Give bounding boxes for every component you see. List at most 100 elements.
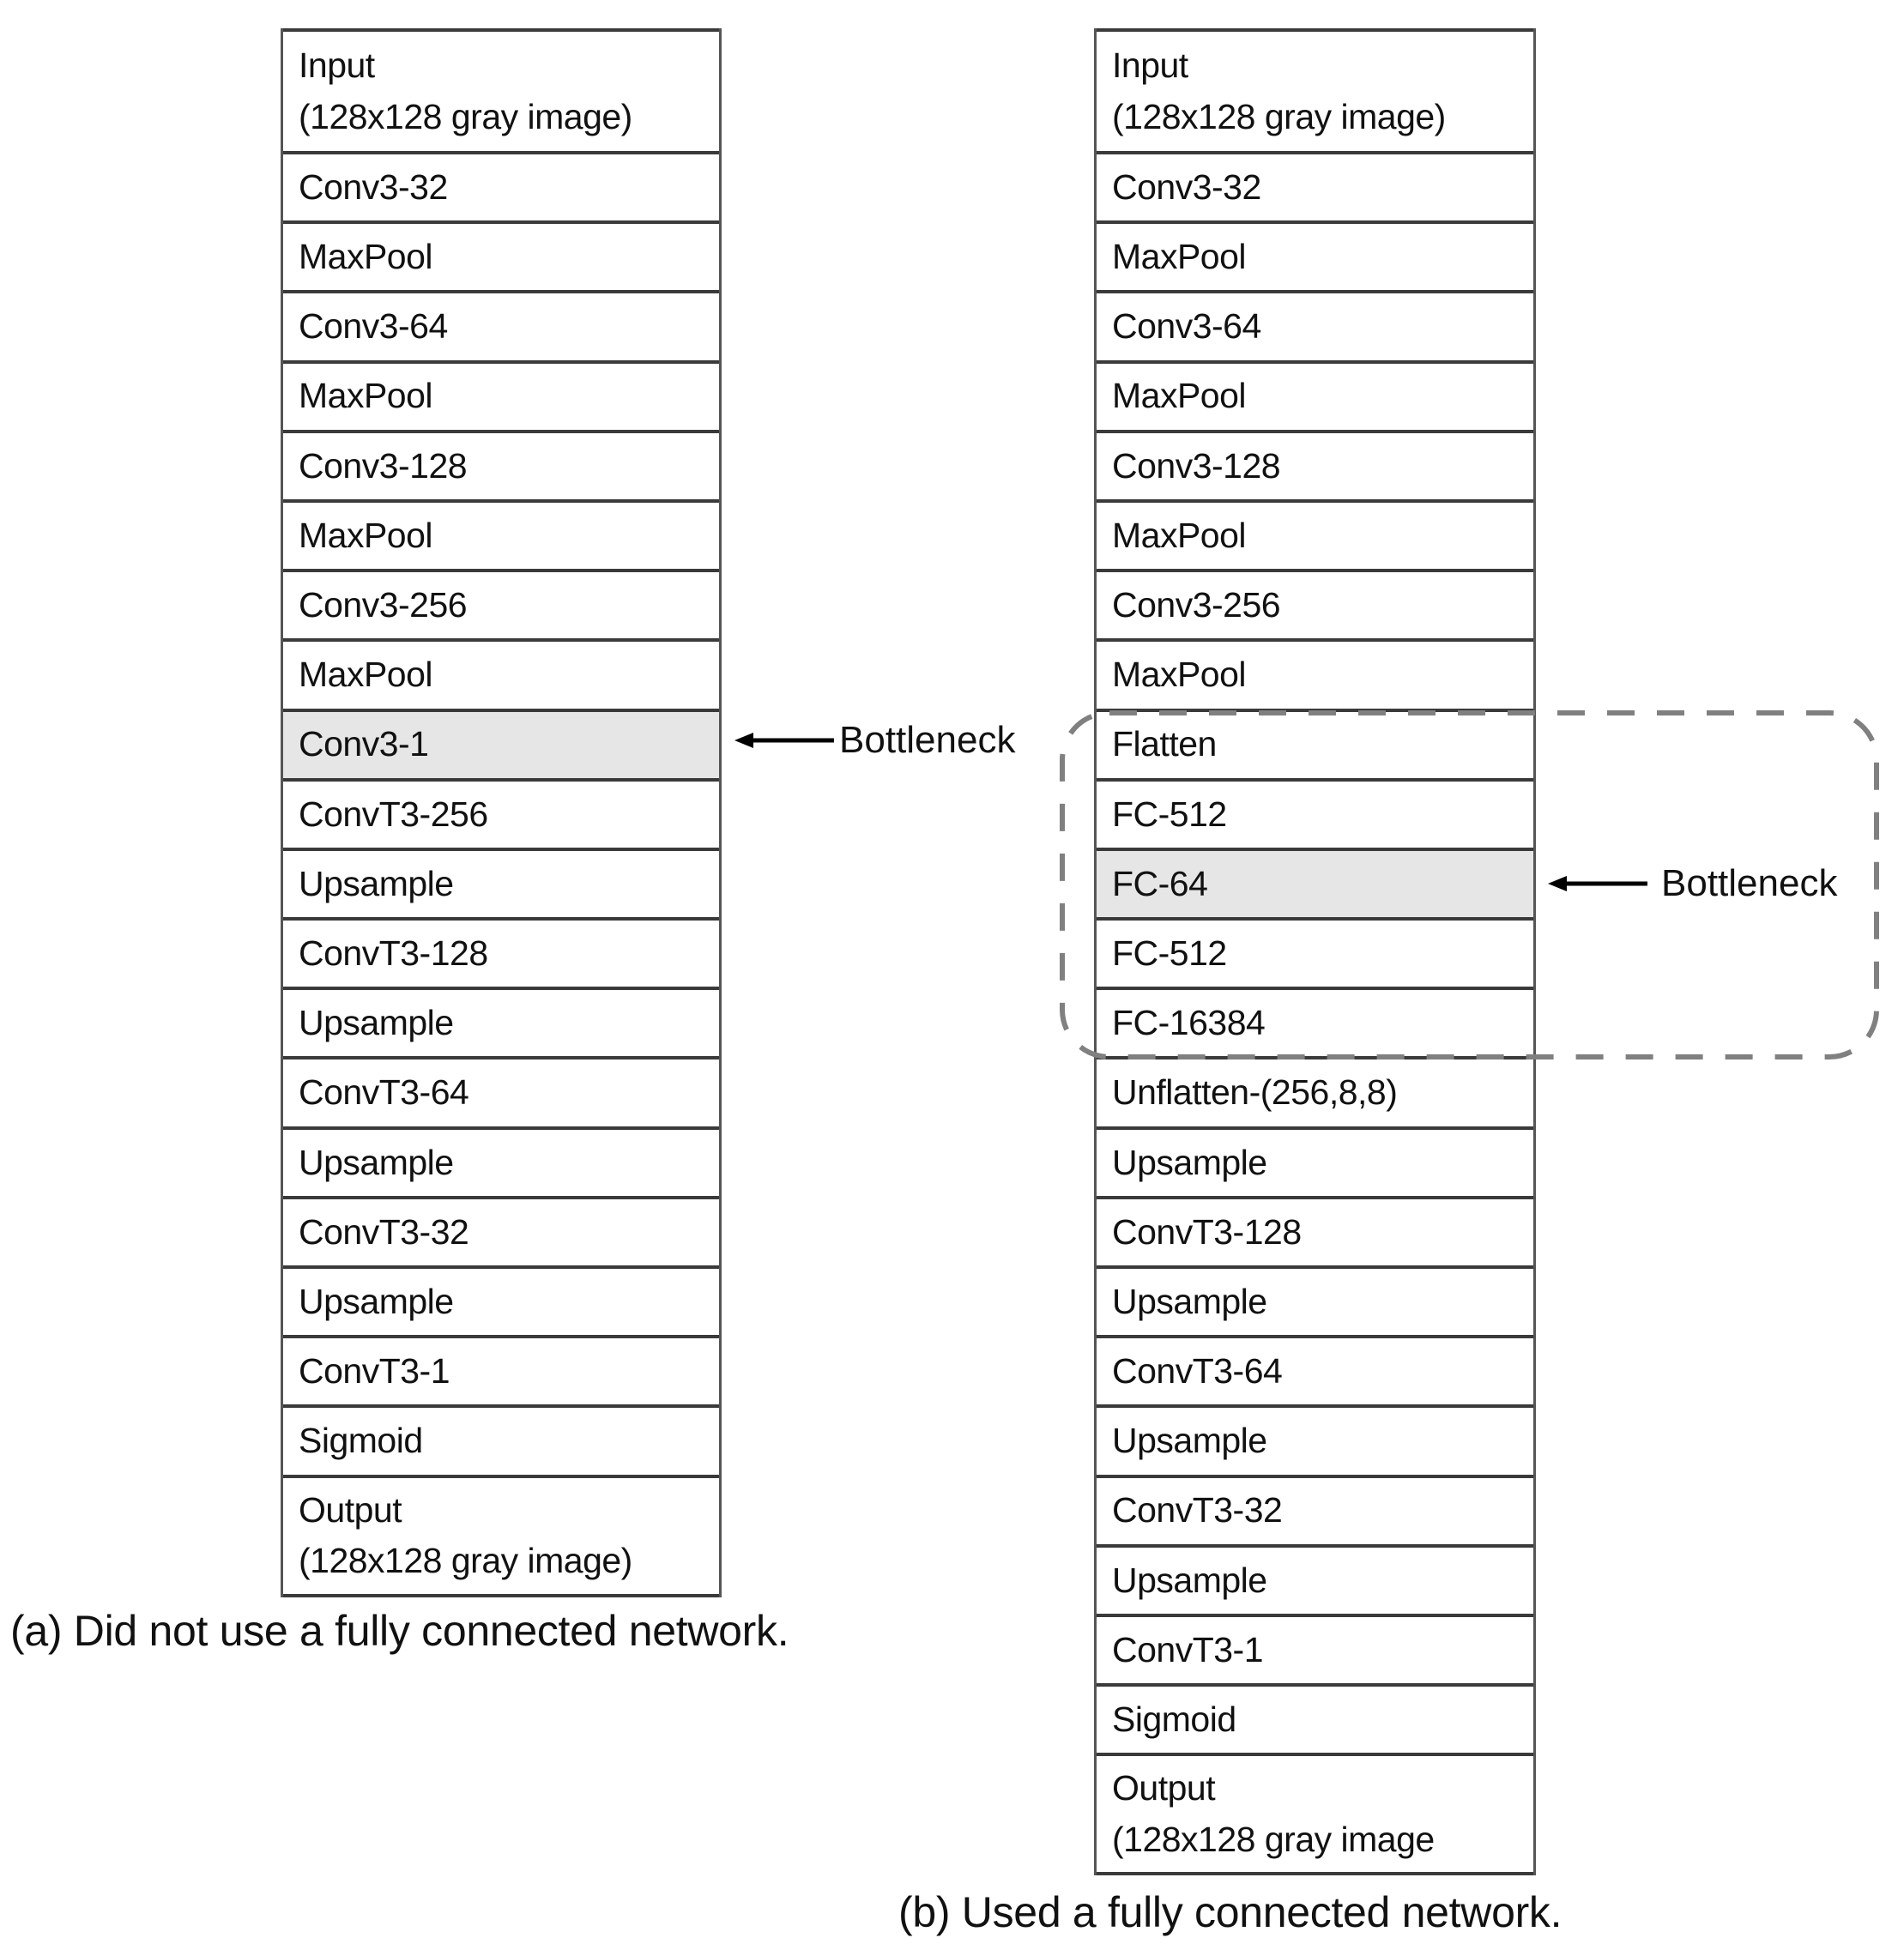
layer-box: Conv3-32 — [283, 151, 719, 221]
layer-box: ConvT3-1 — [1097, 1613, 1533, 1684]
layer-sublabel: (128x128 gray image) — [299, 96, 632, 136]
layer-box: MaxPool — [283, 220, 719, 291]
layer-box: Conv3-64 — [283, 290, 719, 360]
bottleneck-annotation-a: Bottleneck — [734, 719, 1015, 762]
layer-label: Upsample — [1112, 1142, 1267, 1182]
layer-sublabel: (128x128 gray image — [1112, 1819, 1435, 1859]
caption-b: (b) Used a fully connected network. — [898, 1888, 1562, 1936]
layer-label: Upsample — [299, 1281, 454, 1321]
layer-label: ConvT3-1 — [299, 1351, 450, 1392]
layer-box: FC-512 — [1097, 917, 1533, 987]
layer-box: ConvT3-32 — [1097, 1474, 1533, 1544]
arrow-left-icon — [734, 733, 834, 748]
layer-box: Conv3-64 — [1097, 290, 1533, 360]
layer-box: Upsample — [1097, 1265, 1533, 1336]
layer-box: Conv3-128 — [283, 429, 719, 499]
layer-box: ConvT3-128 — [1097, 1195, 1533, 1265]
layer-label: MaxPool — [1112, 655, 1247, 695]
layer-label: FC-64 — [1112, 863, 1208, 903]
layer-box: Sigmoid — [283, 1404, 719, 1475]
layer-box: Upsample — [283, 1265, 719, 1336]
layer-label: Input — [299, 45, 375, 86]
layer-box: ConvT3-1 — [283, 1335, 719, 1405]
layer-box: ConvT3-64 — [283, 1056, 719, 1126]
layer-label: Conv3-128 — [1112, 445, 1281, 486]
layer-box: MaxPool — [1097, 220, 1533, 291]
layer-label: ConvT3-32 — [299, 1211, 469, 1252]
layer-box: MaxPool — [1097, 638, 1533, 709]
layer-box: ConvT3-256 — [283, 777, 719, 848]
fully-connected-group-box — [1060, 710, 1879, 1060]
layer-label: Upsample — [1112, 1281, 1267, 1321]
bottleneck-annotation-b: Bottleneck — [1548, 862, 1837, 905]
layer-label: Output — [1112, 1768, 1216, 1808]
layer-label: Upsample — [299, 1003, 454, 1043]
layer-label: ConvT3-64 — [299, 1072, 469, 1113]
layer-label: Upsample — [299, 1142, 454, 1182]
layer-label: FC-512 — [1112, 794, 1227, 834]
layer-label: Output — [299, 1489, 402, 1530]
layer-label: Upsample — [1112, 1421, 1267, 1461]
layer-box: Upsample — [1097, 1126, 1533, 1196]
layer-label: FC-512 — [1112, 933, 1227, 973]
layer-box: ConvT3-32 — [283, 1195, 719, 1265]
layer-box: ConvT3-64 — [1097, 1335, 1533, 1405]
layer-label: MaxPool — [299, 376, 433, 416]
layer-label: Conv3-32 — [1112, 166, 1261, 207]
layer-label: ConvT3-128 — [1112, 1211, 1302, 1252]
layer-label: Conv3-128 — [299, 445, 468, 486]
layer-label: MaxPool — [299, 655, 433, 695]
layer-box: Upsample — [283, 987, 719, 1057]
layer-box: ConvT3-128 — [283, 917, 719, 987]
layer-box: Upsample — [283, 847, 719, 918]
layer-box: Conv3-128 — [1097, 429, 1533, 499]
layer-box: Conv3-256 — [283, 569, 719, 639]
layer-box: Sigmoid — [1097, 1683, 1533, 1754]
layer-box: Conv3-1 — [283, 708, 719, 778]
layer-label: MaxPool — [299, 237, 433, 277]
bottleneck-label-b: Bottleneck — [1661, 862, 1838, 904]
layer-box: Upsample — [1097, 1404, 1533, 1475]
layer-label: Conv3-64 — [1112, 306, 1261, 347]
layer-label: Flatten — [1112, 724, 1217, 764]
layer-label: MaxPool — [299, 515, 433, 555]
layer-label: Upsample — [299, 863, 454, 903]
layer-label: Conv3-256 — [1112, 585, 1281, 625]
layer-box: Input (128x128 gray image) — [1097, 28, 1533, 151]
layer-box: Input (128x128 gray image) — [283, 28, 719, 151]
layer-label: MaxPool — [1112, 376, 1247, 416]
layer-box: Output (128x128 gray image) — [283, 1474, 719, 1597]
layer-sublabel: (128x128 gray image) — [299, 1541, 632, 1581]
layer-label: ConvT3-1 — [1112, 1629, 1264, 1669]
layer-box: Conv3-32 — [1097, 151, 1533, 221]
layer-box: Unflatten-(256,8,8) — [1097, 1056, 1533, 1126]
layer-box: MaxPool — [1097, 359, 1533, 430]
layer-label: Conv3-32 — [299, 166, 448, 207]
layer-box: FC-16384 — [1097, 987, 1533, 1057]
layer-box: MaxPool — [283, 638, 719, 709]
caption-a: (a) Did not use a fully connected networ… — [10, 1607, 789, 1655]
layer-label: MaxPool — [1112, 237, 1247, 277]
layer-box: Upsample — [283, 1126, 719, 1196]
layer-label: Conv3-64 — [299, 306, 448, 347]
layer-box: MaxPool — [283, 359, 719, 430]
layer-sublabel: (128x128 gray image) — [1112, 96, 1446, 136]
bottleneck-label-a: Bottleneck — [839, 719, 1016, 761]
layer-label: ConvT3-128 — [299, 933, 488, 973]
layer-label: Sigmoid — [299, 1421, 423, 1461]
layer-box: MaxPool — [283, 498, 719, 570]
layer-label: Upsample — [1112, 1560, 1267, 1600]
layer-box: MaxPool — [1097, 498, 1533, 570]
layer-box: FC-512 — [1097, 777, 1533, 848]
layer-label: ConvT3-32 — [1112, 1490, 1283, 1530]
layer-label: Input — [1112, 45, 1188, 86]
layer-label: Sigmoid — [1112, 1699, 1236, 1739]
layer-box: FC-64 — [1097, 847, 1533, 918]
layer-label: FC-16384 — [1112, 1003, 1266, 1043]
layer-box: Flatten — [1097, 708, 1533, 778]
layer-label: Conv3-256 — [299, 585, 468, 625]
layer-label: MaxPool — [1112, 515, 1247, 555]
layer-label: ConvT3-256 — [299, 794, 488, 834]
